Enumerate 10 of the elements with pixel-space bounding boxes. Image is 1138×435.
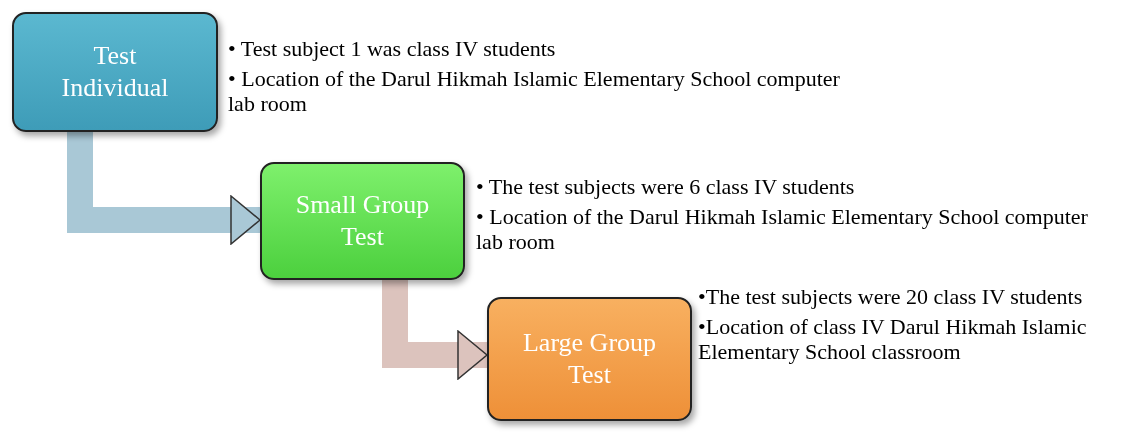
bullet-text: • Test subject 1 was class IV students	[228, 36, 557, 62]
bent-arrow	[382, 280, 488, 380]
bullet-text: • The test subjects were 6 class IV students	[476, 174, 856, 200]
process-box: Test Individual	[12, 12, 218, 132]
bullet-text: •Location of class IV Darul Hikmah Islamic Elementary School classroom	[698, 313, 1088, 366]
bullet-text: • Location of the Darul Hikmah Islamic Elementary School computer lab room	[228, 65, 841, 118]
bullet-text: • Location of the Darul Hikmah Islamic Elementary School computer lab room	[476, 203, 1089, 256]
process-box: Large Group Test	[487, 297, 692, 421]
bullet-text: •The test subjects were 20 class IV students	[698, 284, 1084, 310]
process-box: Small Group Test	[260, 162, 465, 280]
